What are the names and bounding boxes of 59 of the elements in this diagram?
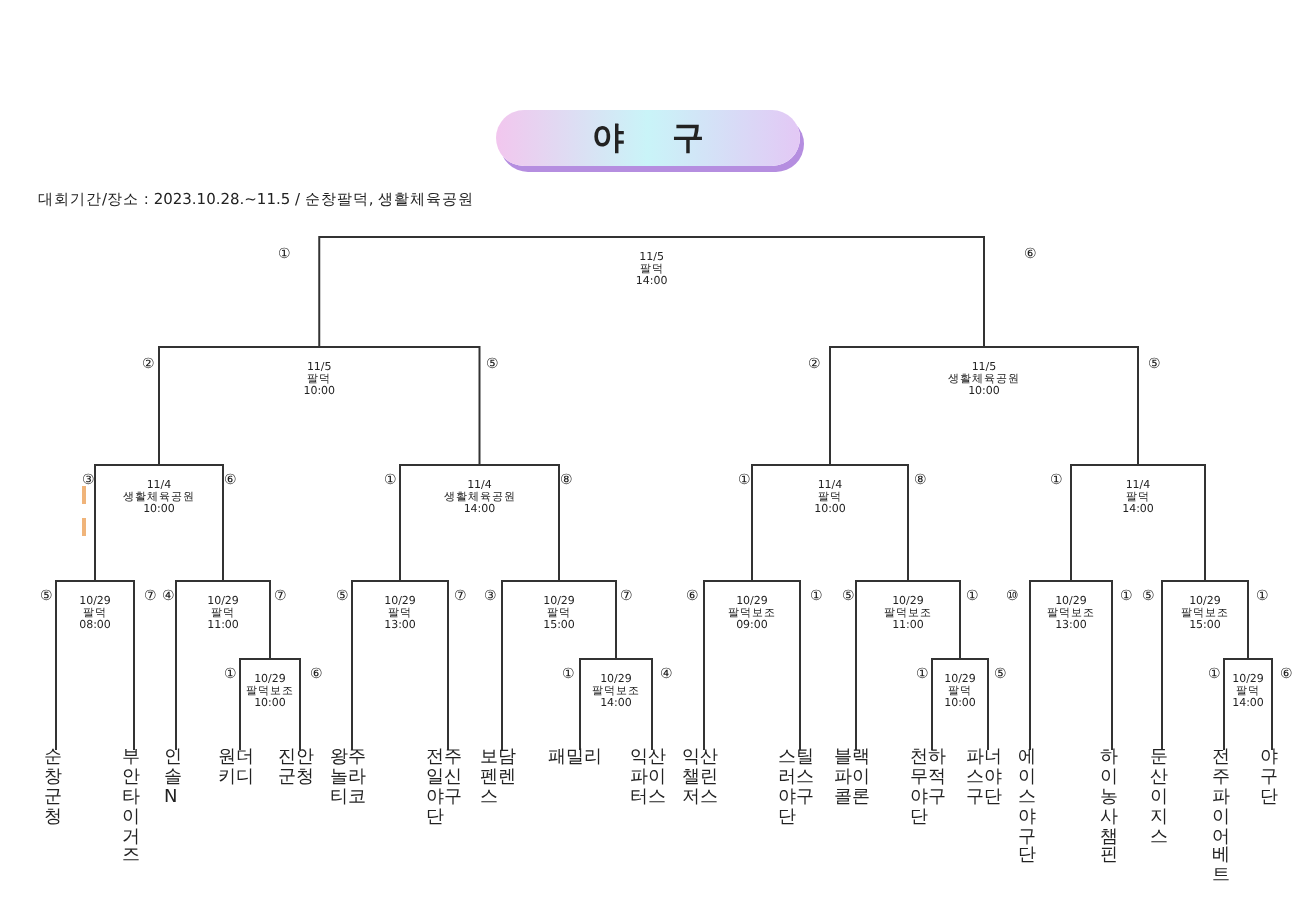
bracket-line [94,463,96,581]
bracket-line [133,579,135,751]
bracket-line [1029,579,1031,751]
bracket-line [1137,345,1139,465]
bracket-line [222,463,224,581]
bracket-line [751,463,753,581]
team-name: 전주일신야구단 [426,750,470,830]
team-name: 패밀리 [548,750,612,770]
bracket-line [855,579,857,751]
team-name: 블랙파이콜론 [834,750,878,810]
team-name: 파너스야구단 [966,750,1010,810]
bracket-line [1204,463,1206,581]
bracket-line [239,657,241,751]
bracket-line [558,463,560,581]
bracket-line [478,345,481,465]
bracket-line [1070,463,1072,581]
team-name: 천하무적야구단 [910,750,954,830]
bracket-line [1271,657,1273,751]
team-name: 왕주놀라티코 [330,750,374,810]
team-name: 부안타이거즈 [122,750,146,869]
bracket-line [269,579,271,659]
bracket-line [158,345,160,465]
team-name: 익산챌린저스 [682,750,726,810]
team-name: 인솔N [164,750,188,810]
bracket-line [399,463,401,581]
bracket-line [1111,579,1113,751]
team-name: 보담펜렌스 [480,750,524,810]
team-name: 에이스야구단 [1018,750,1042,869]
bracket-line [931,657,933,751]
bracket-line [983,235,985,347]
bracket-line [799,579,801,751]
bracket-line [1247,579,1249,659]
bracket-line [447,579,449,751]
bracket-line [1223,657,1225,751]
bracket-line [175,579,177,751]
bracket-line [1161,579,1163,751]
team-name: 순창군청 [44,750,68,830]
bracket-line [351,579,353,751]
bracket-line [299,657,301,751]
team-name: 익산파이터스 [630,750,674,810]
bracket-line [987,657,989,751]
team-name: 야구단 [1260,750,1284,810]
bracket-line [501,579,503,751]
title-banner: 야 구 [496,110,800,166]
bracket-line [615,579,617,659]
team-name: 전주파이어베트 [1212,750,1236,889]
team-name: 하이농사챔핀 [1100,750,1124,869]
bracket-line [959,579,961,659]
team-name: 스틸러스야구단 [778,750,822,830]
team-name: 둔산이지스 [1150,750,1174,849]
bracket-line [318,235,321,347]
bracket-line [829,345,831,465]
bracket-line [703,579,705,751]
bracket-line [55,579,57,751]
team-name: 원더키디 [218,750,262,790]
team-name: 진안군청 [278,750,322,790]
bracket-line [907,463,909,581]
bracket-line [579,657,581,751]
bracket-line [651,657,653,751]
